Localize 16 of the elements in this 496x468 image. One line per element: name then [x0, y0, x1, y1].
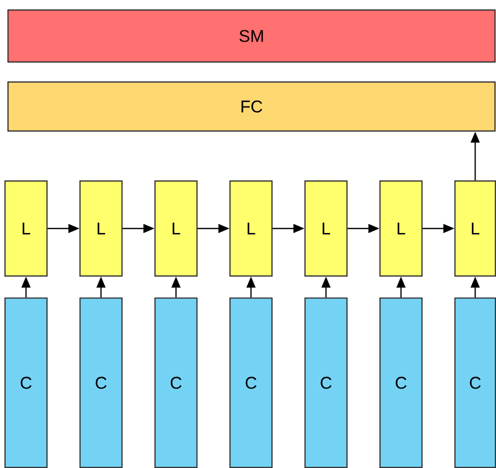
cell-box: L: [379, 180, 423, 277]
input-bar: C: [454, 297, 496, 468]
cell-box: L: [154, 180, 198, 277]
output-bar: SM: [7, 9, 496, 63]
cell-box: L: [79, 180, 123, 277]
cell-box: L: [229, 180, 273, 277]
cell-box: L: [304, 180, 348, 277]
input-bar: C: [154, 297, 198, 468]
cell-box: L: [4, 180, 48, 277]
layer-bar: FC: [7, 81, 496, 132]
input-bar: C: [229, 297, 273, 468]
input-bar: C: [379, 297, 423, 468]
input-bar: C: [4, 297, 48, 468]
input-bar: C: [304, 297, 348, 468]
input-bar: C: [79, 297, 123, 468]
cell-box: L: [454, 180, 496, 277]
